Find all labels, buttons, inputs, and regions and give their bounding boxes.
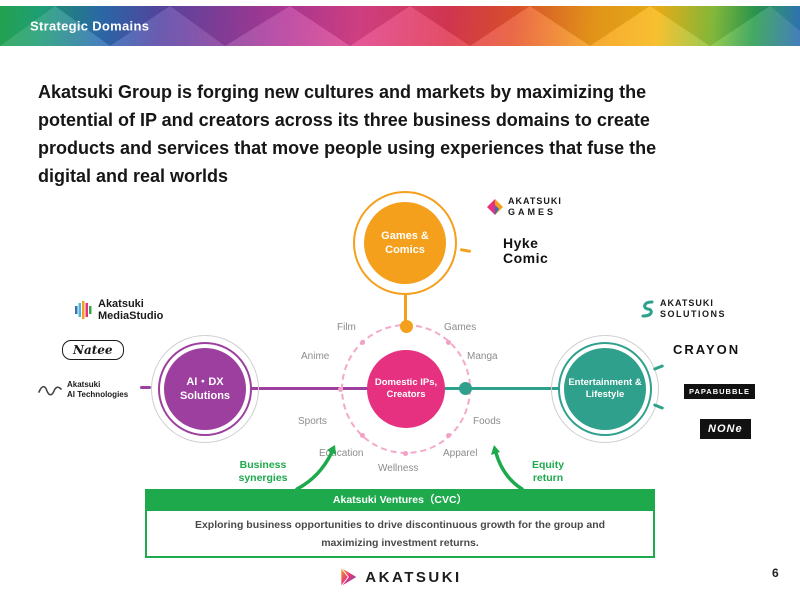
ai-technologies-text-line1: Akatsuki [67, 380, 101, 389]
ring-dot [446, 340, 451, 345]
headline: Akatsuki Group is forging new cultures a… [38, 78, 656, 190]
games-to-center-connector [404, 293, 407, 327]
headline-line-1: Akatsuki Group is forging new cultures a… [38, 82, 647, 102]
ring-dot [403, 451, 408, 456]
ring-dot [338, 387, 343, 392]
entertainment-lifestyle-circle: Entertainment & Lifestyle [564, 348, 646, 430]
entertainment-connector-dot [459, 382, 472, 395]
center-label-line1: Domestic IPs, [374, 377, 438, 388]
business-synergies-label: Business synergies [231, 459, 295, 485]
entertainment-label-line2: Lifestyle [585, 389, 625, 400]
akatsuki-ai-technologies-logo: Akatsuki AI Technologies [38, 380, 128, 399]
category-label-education: Education [319, 448, 364, 459]
domestic-ips-creators-circle: Domestic IPs, Creators [367, 350, 445, 428]
aidx-circle-outer-ring [151, 335, 259, 443]
aidx-circle-ring [158, 342, 252, 436]
mediastudio-text-line2: MediaStudio [98, 310, 164, 322]
akatsuki-solutions-text-line1: AKATSUKI [660, 298, 714, 308]
akatsuki-ventures-header: Akatsuki Ventures（CVC） [145, 489, 655, 509]
akatsuki-games-text-line1: AKATSUKI [508, 196, 562, 206]
ai-technologies-squiggle-icon [38, 385, 62, 396]
business-synergies-line2: synergies [238, 472, 288, 484]
crayon-logo: CRAYON [673, 342, 741, 357]
games-connector-dot [400, 320, 413, 333]
akatsuki-games-logo: AKATSUKI GAMES [487, 196, 562, 218]
none-logo: NONe [700, 419, 751, 439]
akatsuki-mediastudio-logo: Akatsuki MediaStudio [75, 298, 163, 322]
akatsuki-solutions-text-line2: SOLUTIONS [660, 309, 727, 319]
category-label-games: Games [444, 322, 477, 333]
center-to-entertainment-connector [445, 387, 560, 390]
games-comics-circle: Games & Comics [364, 202, 446, 284]
entertainment-circle-outer-ring [551, 335, 659, 443]
equity-return-label: Equity return [520, 459, 576, 485]
papabubble-logo: PAPABUBBLE [684, 384, 755, 399]
hyke-comic-text-line1: Hyke [503, 235, 539, 251]
entertainment-circle-tick-1 [652, 364, 665, 371]
games-comics-label-line1: Games & [381, 230, 429, 242]
natee-logo: Natee [62, 340, 124, 360]
akatsuki-solutions-logo: AKATSUKI SOLUTIONS [640, 298, 726, 320]
aidx-circle-tick [140, 386, 151, 389]
ring-dot [446, 433, 451, 438]
category-label-anime: Anime [301, 351, 330, 362]
center-label-line2: Creators [386, 389, 426, 400]
akatsuki-logo-text: AKATSUKI [365, 568, 462, 586]
slide-title: Strategic Domains [30, 18, 150, 34]
akatsuki-footer-logo: AKATSUKI [338, 567, 461, 587]
solutions-s-icon [641, 300, 654, 318]
ventures-description-line1: Exploring business opportunities to driv… [194, 518, 606, 531]
mediastudio-text-line1: Akatsuki [98, 298, 144, 310]
category-label-film: Film [337, 322, 356, 333]
akatsuki-games-diamond-icon [487, 199, 503, 215]
category-label-sports: Sports [298, 416, 327, 427]
aidx-solutions-circle: AI・DX Solutions [164, 348, 246, 430]
mediastudio-bars-icon [75, 301, 92, 319]
headline-line-3: products and services that move people u… [38, 138, 657, 158]
games-comics-circle-ring [353, 191, 457, 295]
headline-line-2: potential of IP and creators across its … [38, 110, 650, 130]
equity-return-line2: return [532, 472, 564, 484]
hyke-comic-logo: Hyke Comic [503, 236, 548, 266]
ring-dot [360, 433, 365, 438]
games-comics-label-line2: Comics [385, 244, 425, 256]
equity-return-arrow [494, 451, 524, 491]
headline-line-4: digital and real worlds [38, 166, 229, 186]
category-label-foods: Foods [473, 416, 501, 427]
business-synergies-line1: Business [239, 459, 287, 471]
equity-return-arrowhead [491, 445, 500, 455]
entertainment-label-line1: Entertainment & [568, 377, 642, 388]
games-circle-tick [459, 248, 472, 253]
ai-technologies-text-line2: AI Technologies [67, 389, 129, 399]
title-banner: Strategic Domains [0, 6, 800, 46]
category-label-wellness: Wellness [378, 463, 419, 474]
category-label-apparel: Apparel [443, 448, 478, 459]
page-number: 6 [772, 566, 779, 580]
ring-dot [360, 340, 365, 345]
category-label-manga: Manga [467, 351, 498, 362]
akatsuki-logo-icon [340, 567, 357, 587]
aidx-label-line2: Solutions [179, 390, 231, 402]
entertainment-circle-ring [558, 342, 652, 436]
banner-mosaic-decoration [0, 6, 800, 46]
akatsuki-ventures-description: Exploring business opportunities to driv… [145, 509, 655, 558]
aidx-to-center-connector [250, 387, 368, 390]
equity-return-line1: Equity [531, 459, 565, 471]
aidx-label-line1: AI・DX [186, 376, 224, 388]
akatsuki-games-text-line2: GAMES [508, 207, 557, 217]
ventures-description-line2: maximizing investment returns. [321, 536, 479, 549]
hyke-comic-text-line2: Comic [503, 250, 549, 266]
